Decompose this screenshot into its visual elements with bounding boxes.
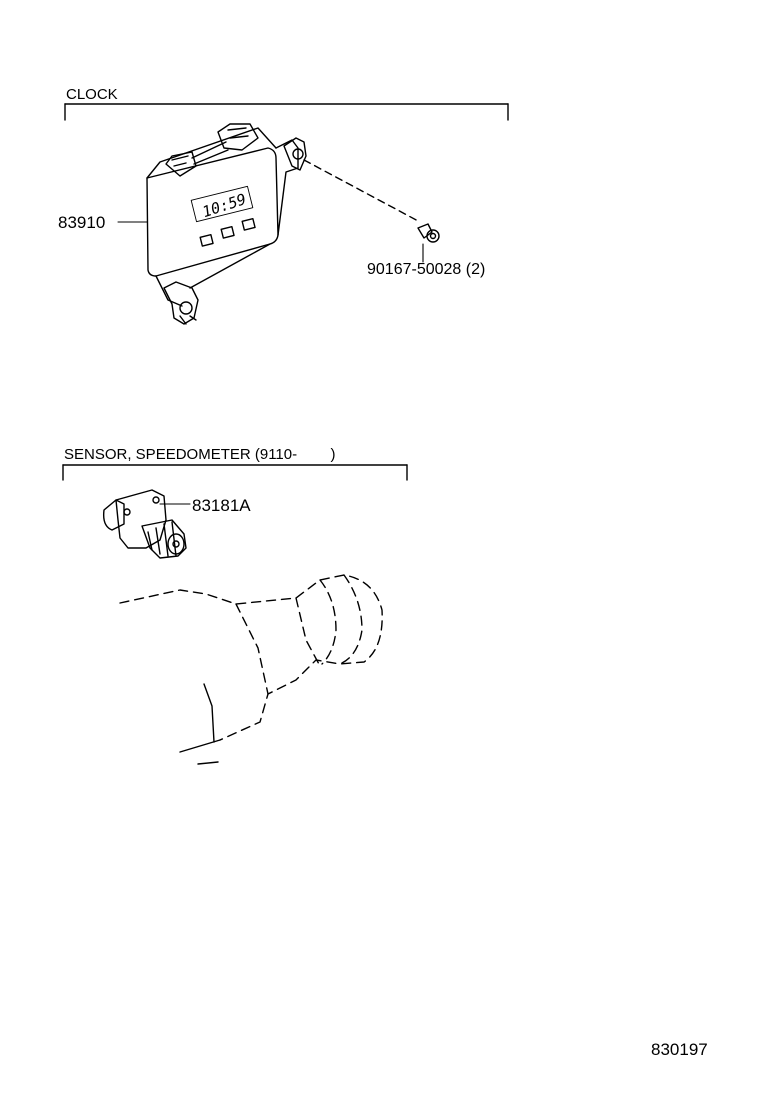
clock-section-title: CLOCK [66,86,118,103]
transmission-solid-lines [179,683,221,765]
part-number-clock-unit: 83910 [58,213,106,232]
screw-drawing [417,223,440,243]
illustration-number: 830197 [651,1040,708,1059]
screw-guide-dashed-line [303,159,421,223]
part-number-screw: 90167-50028 (2) [367,261,486,278]
sensor-section-bracket [62,464,408,481]
sensor-section-title: SENSOR, SPEEDOMETER (9110- ) [64,446,336,463]
speed-sensor-drawing [102,489,187,559]
part-number-sensor-unit: 83181A [192,496,251,515]
clock-section-bracket [64,103,509,121]
transmission-outline-drawing [119,574,383,741]
clock-unit-drawing [146,123,307,325]
